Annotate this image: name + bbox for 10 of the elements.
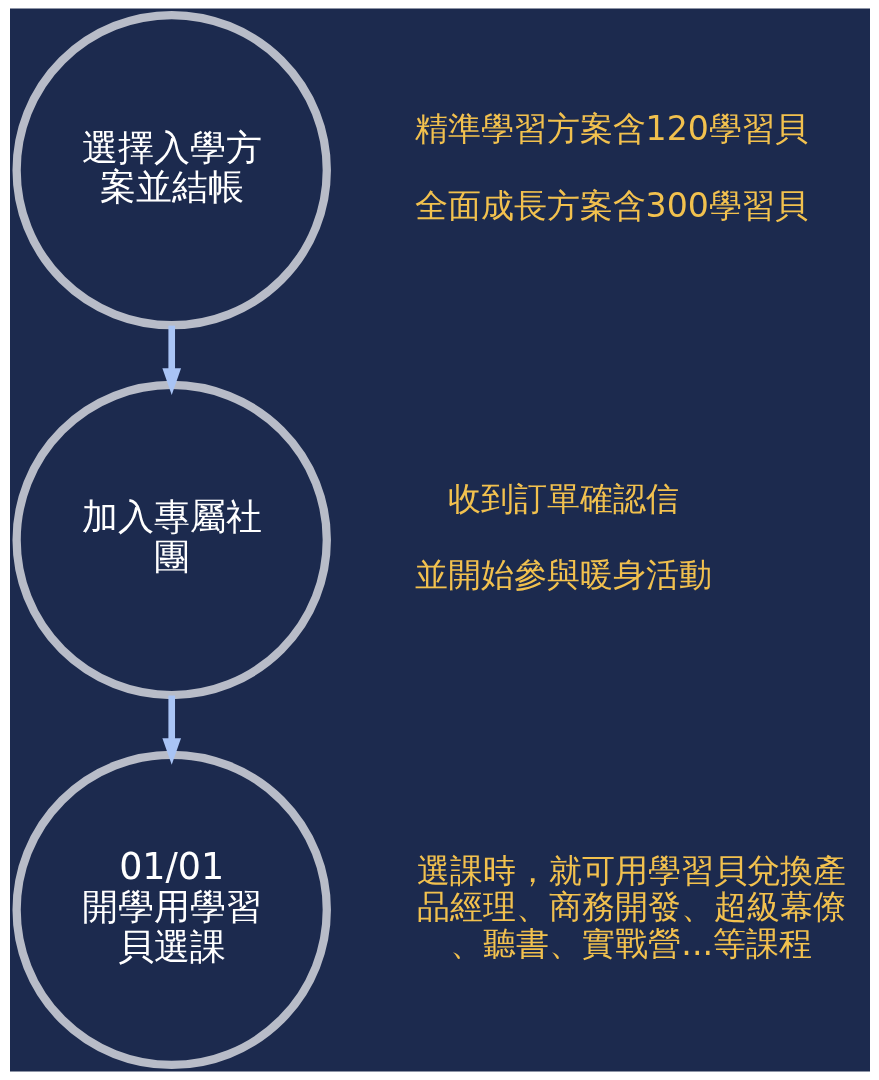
node-label: 並開始參與暖身活動 [414,555,712,595]
arrow [161,695,181,765]
arrow [161,325,181,395]
node-label: 全面成長方案含300學習貝 [414,185,808,225]
node-label: 選課時，就可用學習貝兌換產品經理、商務開發、超級幕僚、聽書、實戰營...等課程 [416,850,846,963]
node-circle: 01/01開學用學習貝選課 [12,750,331,1070]
node-circle: 加入專屬社團 [12,380,331,700]
node-circle: 選擇入學方案並結帳 [12,10,331,330]
node-label: 精準學習方案含120學習貝 [414,109,808,149]
node-label: 收到訂單確認信 [447,479,679,519]
